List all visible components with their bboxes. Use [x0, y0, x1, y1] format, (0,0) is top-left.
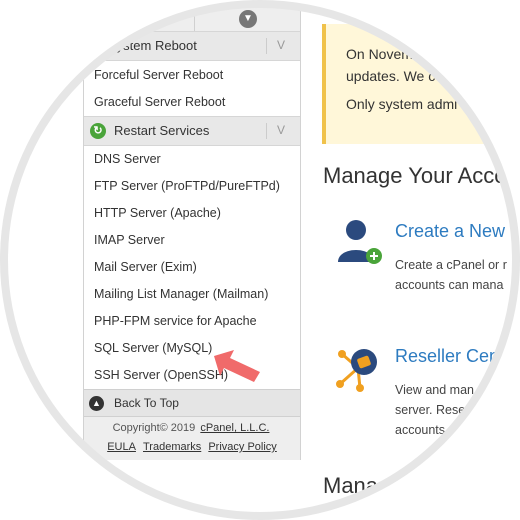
- restart-icon: ↻: [90, 123, 106, 139]
- notice-line: On Novem: [346, 46, 413, 62]
- company-link[interactable]: cPanel, L.L.C.: [200, 422, 270, 434]
- sidebar-item-forceful-reboot[interactable]: Forceful Server Reboot: [94, 68, 224, 82]
- sidebar-item-mail[interactable]: Mail Server (Exim): [94, 260, 197, 274]
- section-title: Manage Your Acco: [323, 163, 507, 188]
- collapse-down-icon[interactable]: ▼: [239, 10, 257, 28]
- card-description: accounts can mana: [395, 278, 504, 292]
- sidebar-item-ftp[interactable]: FTP Server (ProFTPd/PureFTPd): [94, 179, 280, 193]
- chevron-down-icon[interactable]: V: [277, 38, 286, 52]
- card-description: View and man: [395, 383, 474, 397]
- sidebar: ▼ System Reboot V Forceful Server Reboot…: [83, 0, 301, 460]
- copyright: Copyright© 2019 cPanel, L.L.C.: [84, 422, 300, 434]
- divider: [266, 123, 267, 139]
- chevron-down-icon[interactable]: V: [277, 123, 286, 137]
- arrow-up-icon: ▲: [89, 396, 104, 411]
- reseller-network-icon[interactable]: [334, 344, 384, 394]
- pointer-arrow-icon: [214, 350, 260, 382]
- sidebar-item-imap[interactable]: IMAP Server: [94, 233, 165, 247]
- notice-line: updates. We c: [346, 68, 436, 84]
- back-to-top-label: Back To Top: [114, 396, 179, 410]
- group-system-reboot[interactable]: System Reboot V: [84, 31, 300, 61]
- back-to-top-button[interactable]: ▲ Back To Top: [84, 389, 300, 417]
- sidebar-item-sql[interactable]: SQL Server (MySQL): [94, 341, 213, 355]
- sidebar-item-graceful-reboot[interactable]: Graceful Server Reboot: [94, 95, 226, 109]
- divider: [266, 38, 267, 54]
- user-add-icon[interactable]: [336, 216, 384, 266]
- notice-box: On Novem updates. We c Only system admi: [322, 24, 520, 144]
- section-title: Mana: [323, 473, 379, 498]
- copyright-text: Copyright© 2019: [112, 422, 196, 434]
- create-account-link[interactable]: Create a New: [395, 221, 506, 241]
- sidebar-item-ssh[interactable]: SSH Server (OpenSSH): [94, 368, 229, 382]
- card-description: accounts: [395, 423, 446, 437]
- notice-line: Only system admi: [346, 96, 458, 112]
- divider: [194, 0, 195, 32]
- group-label: System Reboot: [108, 38, 197, 53]
- reseller-center-link[interactable]: Reseller Cen: [395, 346, 500, 366]
- sidebar-item-mailman[interactable]: Mailing List Manager (Mailman): [94, 287, 269, 301]
- eula-link[interactable]: EULA: [107, 441, 136, 453]
- sidebar-item-http[interactable]: HTTP Server (Apache): [94, 206, 221, 220]
- footer-links: EULA Trademarks Privacy Policy: [84, 441, 300, 453]
- privacy-policy-link[interactable]: Privacy Policy: [208, 441, 277, 453]
- group-restart-services[interactable]: ↻ Restart Services V: [84, 116, 300, 146]
- card-description: Create a cPanel or r: [395, 258, 507, 272]
- card-description: server. Rese: [395, 403, 466, 417]
- sidebar-item-dns[interactable]: DNS Server: [94, 152, 161, 166]
- trademarks-link[interactable]: Trademarks: [143, 441, 202, 453]
- sidebar-top-bar: ▼: [84, 0, 300, 33]
- sidebar-footer: Copyright© 2019 cPanel, L.L.C. EULA Trad…: [84, 417, 300, 460]
- group-label: Restart Services: [114, 123, 210, 138]
- sidebar-item-php-fpm[interactable]: PHP-FPM service for Apache: [94, 314, 257, 328]
